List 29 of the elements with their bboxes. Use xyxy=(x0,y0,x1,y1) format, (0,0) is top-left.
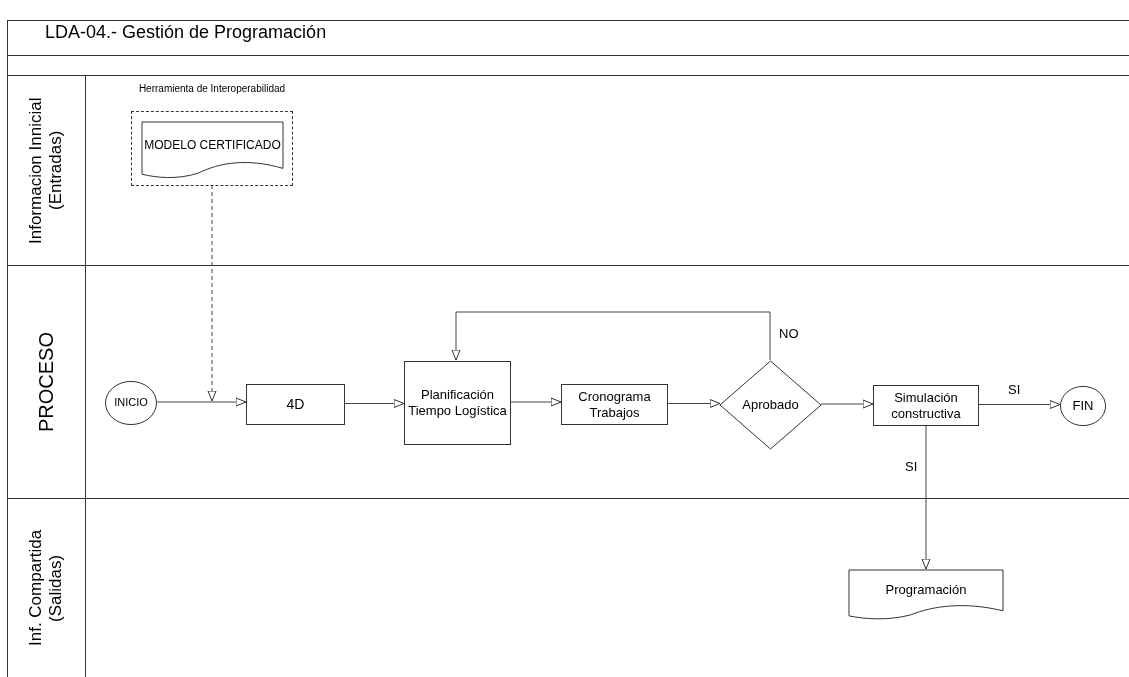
arrow xyxy=(978,400,1061,409)
process-box: Cronograma Trabajos xyxy=(561,384,668,425)
arrow xyxy=(820,399,874,409)
arrow xyxy=(207,184,217,402)
arrow xyxy=(667,399,721,408)
decision-diamond: Aprobado xyxy=(720,361,821,449)
group-heading: Herramienta de Interoperabilidad xyxy=(137,83,287,95)
arrow xyxy=(156,397,247,407)
edge-label: SI xyxy=(1006,382,1023,397)
arrow xyxy=(510,397,562,407)
start-circle: INICIO xyxy=(105,381,157,425)
arrow xyxy=(344,399,405,408)
document-shape: MODELO CERTIFICADO xyxy=(142,122,283,180)
lane-label: Informacion Innicial (Entradas) xyxy=(26,96,66,246)
swimlane xyxy=(7,265,1129,498)
lane-label: PROCESO xyxy=(34,332,58,432)
swimlane xyxy=(7,498,1129,677)
swimlane xyxy=(7,75,1129,265)
process-box: Planificación Tiempo Logística xyxy=(404,361,511,445)
process-box: 4D xyxy=(246,384,345,425)
edge-label: SI xyxy=(903,459,920,474)
edge-label: NO xyxy=(777,326,801,341)
arrow xyxy=(451,311,771,361)
lane-label: Inf. Compartida (Salidas) xyxy=(26,528,66,649)
arrow xyxy=(921,424,931,570)
diagram-title: LDA-04.- Gestión de Programación xyxy=(45,22,327,43)
process-box: Simulación constructiva xyxy=(873,385,979,426)
document-shape: Programación xyxy=(849,570,1003,621)
end-circle: FIN xyxy=(1060,386,1106,426)
